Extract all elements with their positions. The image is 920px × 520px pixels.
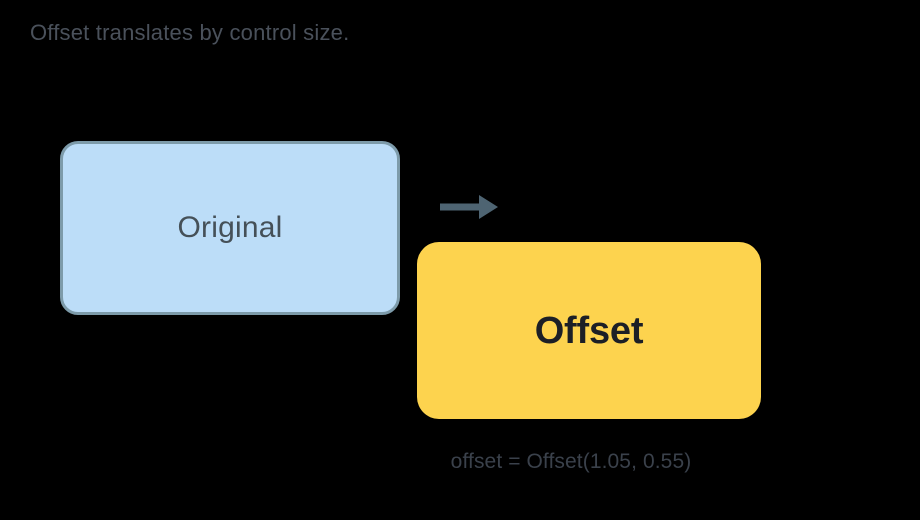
arrow-right-icon (440, 195, 498, 219)
page-title: Offset translates by control size. (30, 20, 350, 45)
offset-caption: offset = Offset(1.05, 0.55) (450, 450, 692, 473)
original-control-label: Original (177, 211, 283, 244)
offset-control-box: Offset (417, 242, 761, 419)
original-control-box: Original (60, 141, 400, 315)
offset-control-label: Offset (534, 309, 644, 352)
